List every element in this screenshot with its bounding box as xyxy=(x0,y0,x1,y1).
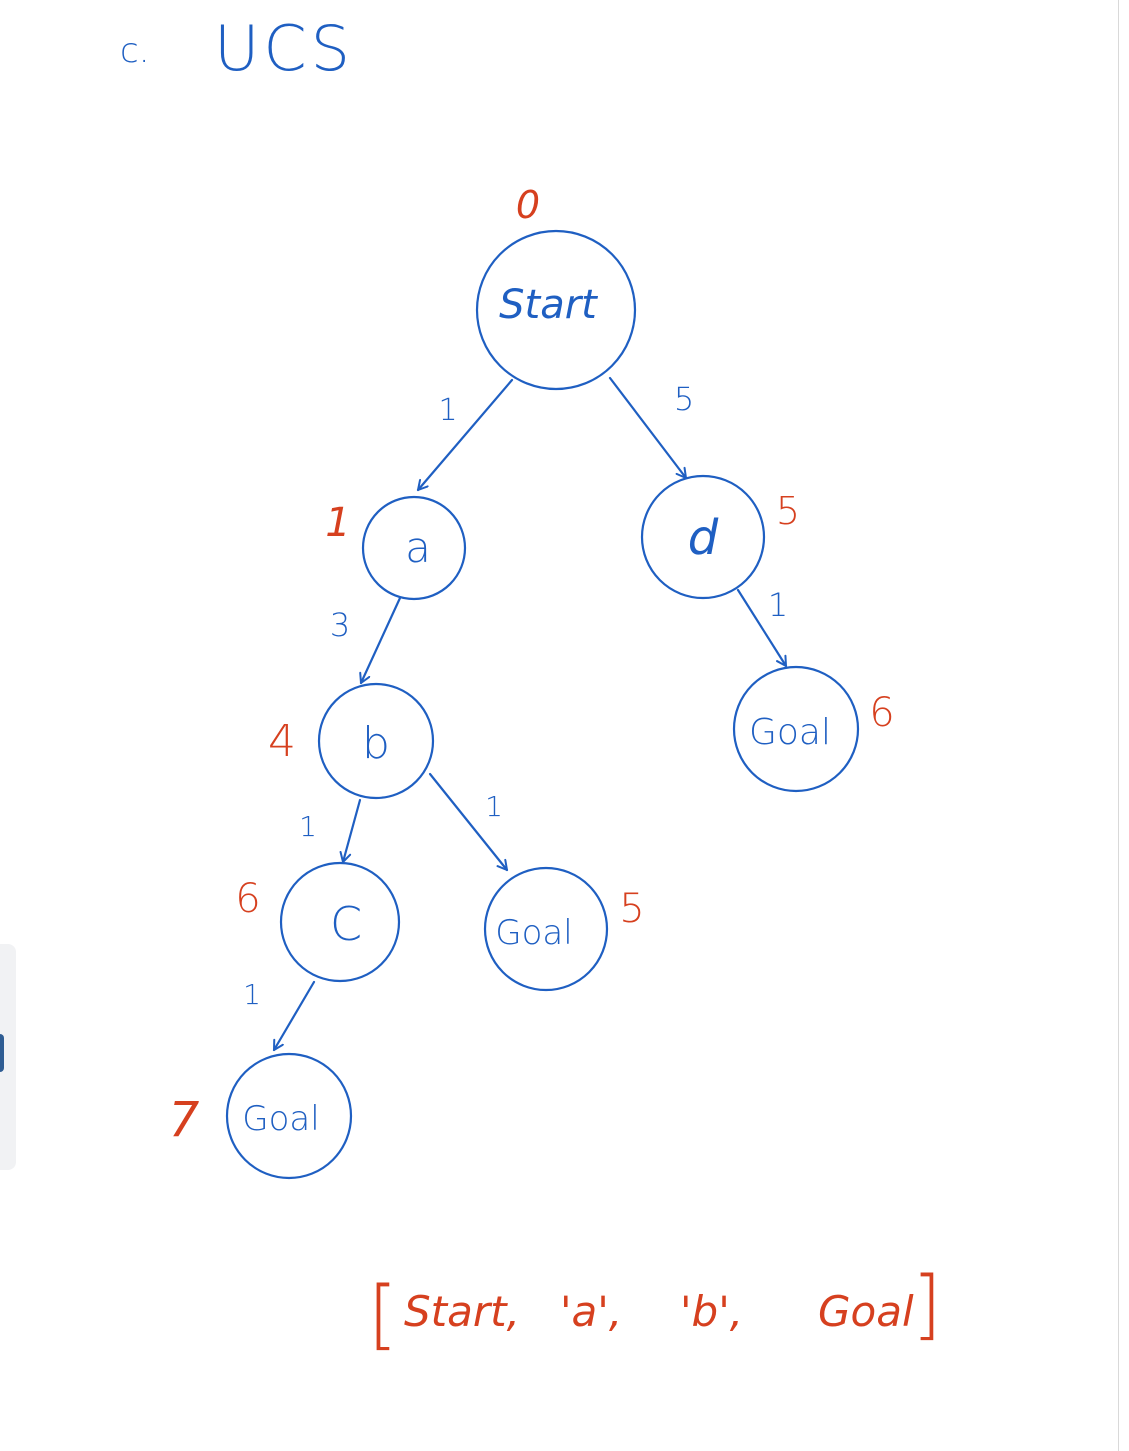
cost-goal-d: 6 xyxy=(869,690,894,736)
node-c-label: C xyxy=(330,897,362,951)
cost-d: 5 xyxy=(776,489,800,533)
edge-c-goal-cost: 1 xyxy=(243,978,261,1011)
edge-d-goal-cost: 1 xyxy=(768,586,788,624)
node-goal-c: Goal xyxy=(225,1052,353,1180)
edge-d-goal xyxy=(736,588,788,668)
node-d-label: d xyxy=(688,510,719,566)
result-close-bracket: ] xyxy=(912,1259,942,1348)
cost-c: 6 xyxy=(235,876,260,922)
result-item-a: 'a', xyxy=(560,1287,622,1336)
cost-start: 0 xyxy=(516,183,540,227)
node-c: C xyxy=(279,861,401,983)
edge-a-b-cost: 3 xyxy=(330,606,350,644)
cost-goal-b: 5 xyxy=(619,886,644,932)
side-panel-tab[interactable] xyxy=(0,944,16,1170)
edge-start-d xyxy=(608,376,688,480)
edge-b-c xyxy=(339,798,362,864)
edge-start-a xyxy=(416,378,514,492)
node-b: b xyxy=(317,682,435,800)
node-d: d xyxy=(640,474,766,600)
edge-b-goal-cost: 1 xyxy=(485,790,503,823)
edge-start-d-cost: 5 xyxy=(674,380,694,418)
cost-b: 4 xyxy=(268,716,296,767)
result-item-start: Start, xyxy=(404,1287,520,1336)
result-path: [ Start, 'a', 'b', Goal ] xyxy=(368,1259,942,1358)
node-goal-b: Goal xyxy=(483,866,609,992)
cost-a: 1 xyxy=(325,500,350,546)
cost-goal-c: 7 xyxy=(169,1092,200,1148)
edge-c-goal xyxy=(272,980,316,1052)
edge-b-c-cost: 1 xyxy=(299,810,317,843)
heading-prefix: c. xyxy=(120,31,150,71)
node-a-label: a xyxy=(405,523,431,572)
node-start: Start xyxy=(475,229,637,391)
node-b-label: b xyxy=(362,718,390,769)
node-goal-d-label: Goal xyxy=(749,712,831,753)
side-panel-handle[interactable] xyxy=(0,1034,4,1072)
edge-start-a-cost: 1 xyxy=(438,393,457,428)
result-item-goal: Goal xyxy=(818,1287,914,1336)
node-goal-c-label: Goal xyxy=(242,1099,319,1139)
node-goal-b-label: Goal xyxy=(495,913,572,953)
edge-a-b xyxy=(359,596,402,685)
edge-b-goal xyxy=(428,772,509,872)
node-a: a xyxy=(361,495,467,601)
page-edge xyxy=(1118,0,1119,1451)
node-start-label: Start xyxy=(499,282,598,328)
node-goal-d: Goal xyxy=(732,665,860,793)
result-item-b: 'b', xyxy=(680,1287,743,1336)
result-open-bracket: [ xyxy=(368,1269,398,1358)
heading-title: UCS xyxy=(214,12,354,85)
